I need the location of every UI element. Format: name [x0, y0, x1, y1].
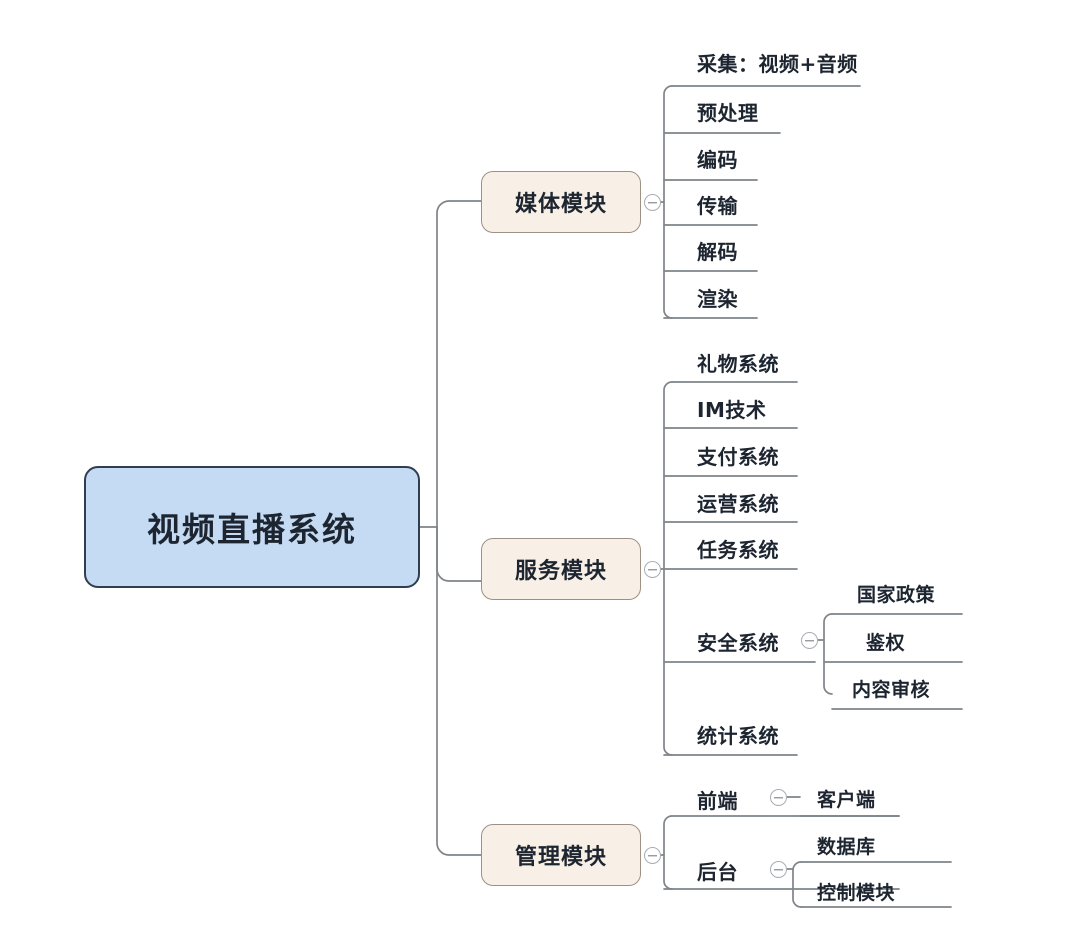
leaf-backend-database[interactable]: 数据库: [817, 836, 876, 858]
edge-service-trunk: [663, 381, 673, 756]
module-node-media[interactable]: 媒体模块: [481, 171, 641, 233]
leaf-security-policy[interactable]: 国家政策: [857, 584, 936, 606]
leaf-service-statistics[interactable]: 统计系统: [697, 724, 779, 748]
leaf-frontend-client[interactable]: 客户端: [817, 789, 876, 811]
collapse-minus-icon-backend[interactable]: [770, 861, 787, 878]
leaf-backend-control-module[interactable]: 控制模块: [817, 882, 896, 904]
module-node-manage-label: 管理模块: [514, 845, 607, 870]
leaf-media-capture[interactable]: 采集：视频+音频: [697, 52, 858, 76]
module-node-service[interactable]: 服务模块: [481, 538, 641, 600]
module-node-manage[interactable]: 管理模块: [481, 824, 641, 886]
leaf-service-payment[interactable]: 支付系统: [697, 445, 779, 469]
edge-root-to-service: [436, 526, 482, 582]
root-node[interactable]: 视频直播系统: [84, 466, 420, 588]
edge-media-trunk: [663, 85, 673, 319]
collapse-minus-icon-media[interactable]: [644, 194, 661, 211]
leaf-manage-backend[interactable]: 后台: [697, 860, 738, 884]
leaf-security-content-review[interactable]: 内容审核: [852, 679, 931, 701]
root-node-label: 视频直播系统: [147, 510, 357, 549]
module-node-media-label: 媒体模块: [514, 192, 607, 217]
edge-backend-trunk: [792, 861, 802, 908]
leaf-manage-frontend[interactable]: 前端: [697, 789, 738, 813]
leaf-service-im[interactable]: IM技术: [697, 398, 767, 422]
leaf-service-gift[interactable]: 礼物系统: [697, 352, 779, 376]
collapse-minus-icon-security[interactable]: [801, 632, 818, 649]
leaf-service-operation[interactable]: 运营系统: [697, 492, 779, 516]
collapse-minus-icon-frontend[interactable]: [770, 789, 787, 806]
module-node-service-label: 服务模块: [514, 559, 607, 584]
edge-manage-trunk: [663, 815, 673, 890]
collapse-minus-icon-manage[interactable]: [644, 847, 661, 864]
edge-root-to-manage: [436, 526, 482, 856]
leaf-media-preprocess[interactable]: 预处理: [697, 101, 759, 125]
edge-security-trunk: [823, 613, 833, 695]
leaf-media-transport[interactable]: 传输: [697, 194, 738, 218]
edge-root-to-media: [436, 200, 482, 528]
leaf-service-task[interactable]: 任务系统: [697, 538, 779, 562]
leaf-service-security[interactable]: 安全系统: [697, 631, 779, 655]
leaf-media-render[interactable]: 渲染: [697, 287, 738, 311]
leaf-security-auth[interactable]: 鉴权: [866, 632, 906, 654]
leaf-media-encode[interactable]: 编码: [697, 148, 738, 172]
collapse-minus-icon-service[interactable]: [644, 561, 661, 578]
leaf-media-decode[interactable]: 解码: [697, 240, 738, 264]
